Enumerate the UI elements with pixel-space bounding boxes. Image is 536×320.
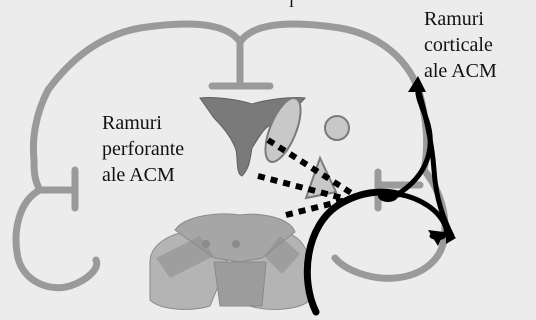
label-cortical-line-1: Ramuri bbox=[424, 6, 497, 32]
label-cortical-branches: Ramuri corticale ale ACM bbox=[424, 6, 497, 84]
top-mark: l bbox=[289, 0, 294, 12]
perforator-middle bbox=[258, 176, 350, 200]
left-temporal-outline bbox=[16, 190, 97, 288]
label-perforant-line-1: Ramuri bbox=[102, 110, 184, 136]
brainstem bbox=[150, 214, 310, 309]
brainstem-center bbox=[214, 262, 266, 306]
left-sylvian-fissure bbox=[40, 170, 75, 208]
globus-pallidus-circle bbox=[325, 116, 349, 140]
interhemispheric-fissure bbox=[212, 42, 270, 86]
mca-bifurcation-knot bbox=[378, 190, 398, 202]
label-cortical-line-3: ale ACM bbox=[424, 58, 497, 84]
mca-main-trunk bbox=[307, 192, 398, 312]
label-perforating-branches: Ramuri perforante ale ACM bbox=[102, 110, 184, 188]
label-cortical-line-2: corticale bbox=[424, 32, 497, 58]
label-perforant-line-3: ale ACM bbox=[102, 162, 184, 188]
label-perforant-line-2: perforante bbox=[102, 136, 184, 162]
brainstem-dot-right bbox=[232, 240, 240, 248]
